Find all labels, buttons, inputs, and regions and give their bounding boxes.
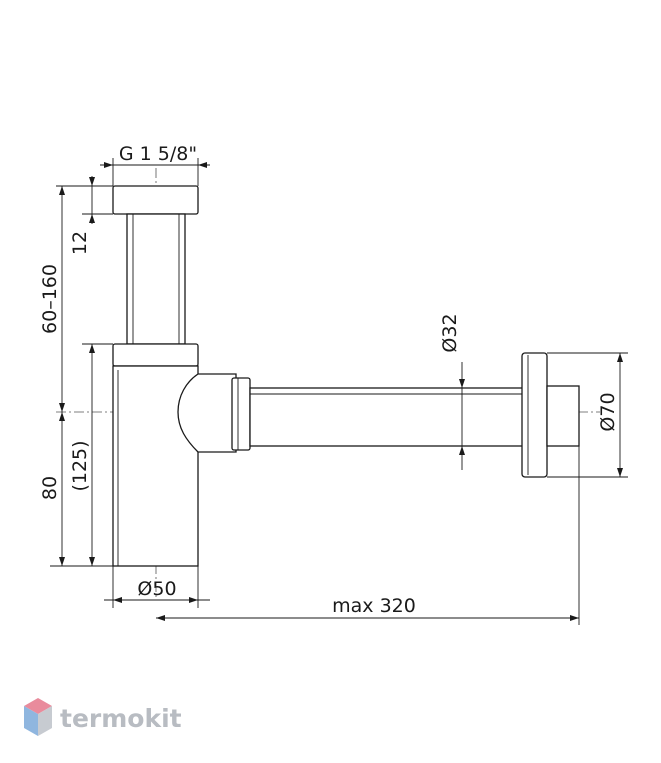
logo-brand-text: termokit [60, 704, 182, 733]
wall-sleeve [546, 385, 580, 447]
dim-80-label: 80 [39, 476, 61, 500]
dim-60-160-arrow-top [59, 186, 65, 195]
dim-320-label: max 320 [332, 595, 416, 617]
vertical-tube [126, 213, 186, 345]
logo-cube-right-icon [38, 706, 52, 736]
dim-60-160-arrow-bottom [59, 403, 65, 412]
dim-70-arrow-top [617, 353, 623, 362]
dim-32-label: Ø32 [439, 313, 461, 352]
thread-arrow-left [104, 162, 113, 168]
wall-flange [521, 352, 548, 478]
dim-70-arrow-bottom [617, 468, 623, 477]
thread-arrow-right [198, 162, 207, 168]
dim-125-label: (125) [69, 440, 91, 491]
dim-320-arrow-right [570, 615, 579, 621]
dim-32-arrow-bottom [459, 446, 465, 455]
dim-12-arrow-top [89, 177, 95, 186]
top-flange [112, 185, 199, 215]
dim-50-arrow-right [189, 597, 198, 603]
termokit-logo: termokit [24, 698, 182, 736]
logo-cube-left-icon [24, 706, 38, 736]
outlet-elbow [177, 373, 237, 453]
outlet-nut [231, 377, 251, 451]
dim-12-label: 12 [69, 231, 91, 255]
dim-32-arrow-top [459, 379, 465, 388]
dim-60-160-label: 60–160 [39, 264, 61, 334]
dim-125-arrow-bottom [89, 557, 95, 566]
dim-320-arrow-left [156, 615, 165, 621]
thread-label: G 1 5/8" [119, 143, 197, 165]
dim-125-arrow-top [89, 344, 95, 353]
dim-80-arrow-top [59, 412, 65, 421]
dim-80-arrow-bottom [59, 557, 65, 566]
dim-12-arrow-bottom [89, 214, 95, 223]
dim-70-label: Ø70 [597, 392, 619, 431]
bottle-collar [112, 343, 199, 367]
drain-pipe [249, 387, 526, 447]
dim-50-arrow-left [113, 597, 122, 603]
dim-50-label: Ø50 [137, 578, 176, 600]
